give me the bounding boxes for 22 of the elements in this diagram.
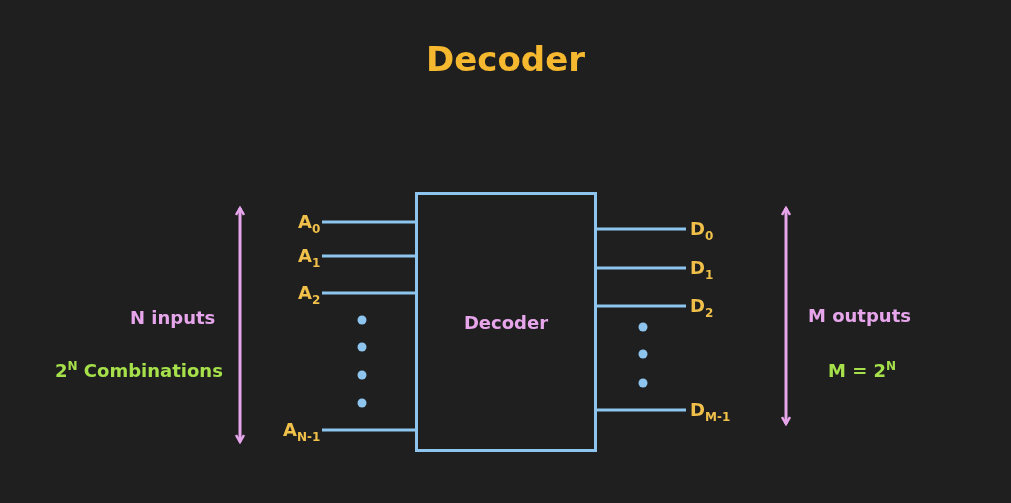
signal-line — [322, 254, 415, 258]
output-label: D$_{M-1}$ — [690, 399, 731, 428]
decoder-block: Decoder — [415, 192, 597, 452]
signal-line — [597, 227, 686, 231]
input-label: A$_{1}$ — [298, 245, 321, 274]
output-label: D$_{0}$ — [690, 218, 714, 247]
signal-line — [322, 291, 415, 295]
signal-line — [597, 304, 686, 308]
title: Decoder — [425, 38, 586, 80]
annotation-text: M outputs — [808, 305, 911, 327]
signal-line — [597, 408, 686, 412]
signal-line — [597, 266, 686, 270]
output-label: D$_{2}$ — [690, 295, 714, 324]
output-label: D$_{1}$ — [690, 257, 714, 286]
annotation-text: M = 2$^{N}$ — [828, 358, 897, 382]
input-label: A$_{0}$ — [298, 211, 321, 240]
signal-line — [322, 220, 415, 224]
input-label: A$_{2}$ — [298, 282, 321, 311]
annotation-text: N inputs — [130, 307, 216, 329]
annotation-text: 2$^{N}$ Combinations — [55, 358, 223, 382]
signal-line — [322, 428, 415, 432]
input-label: A$_{N-1}$ — [283, 419, 321, 448]
